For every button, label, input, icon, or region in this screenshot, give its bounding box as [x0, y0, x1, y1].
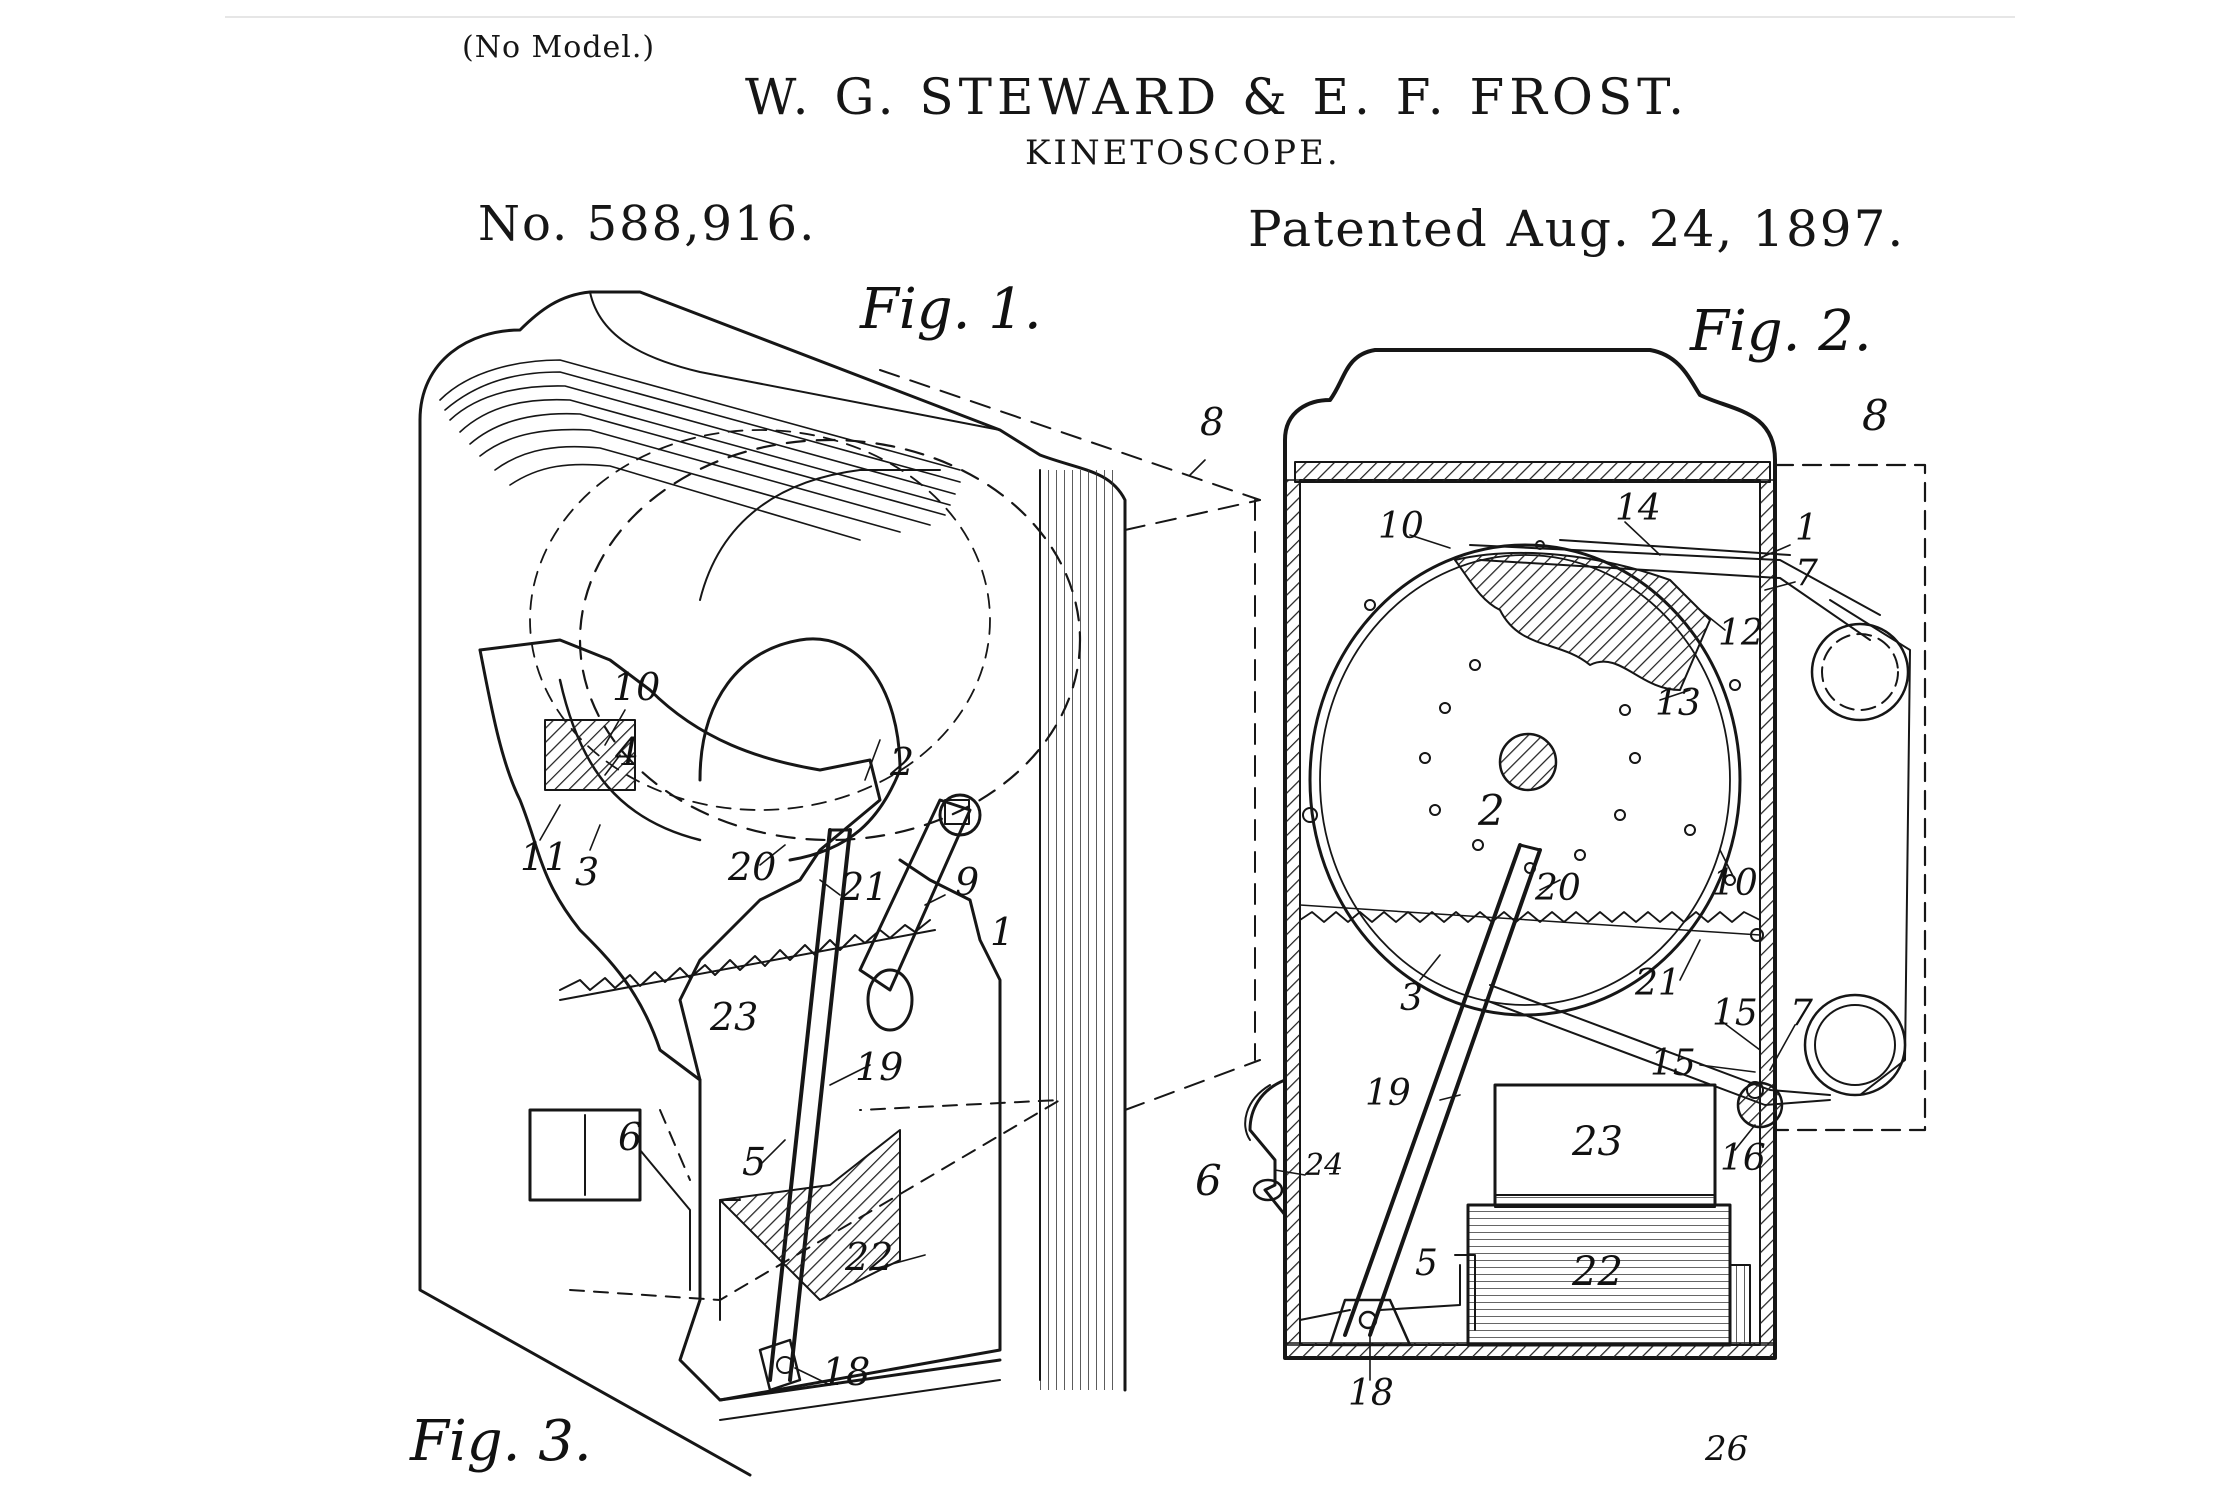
fig2-ref-13: 13: [1655, 683, 1701, 724]
fig1-ref-1: 1: [990, 910, 1014, 954]
fig2-ref-16: 16: [1720, 1138, 1766, 1179]
fig2-ref-7a: 7: [1795, 553, 1818, 594]
fig2-ref-22: 22: [1571, 1249, 1623, 1295]
fig-3-label: Fig. 3.: [409, 1409, 592, 1474]
ref-26: 26: [1704, 1429, 1748, 1469]
fig1-ref-23: 23: [709, 995, 758, 1039]
fig1-ref-21: 21: [839, 865, 888, 909]
patent-date: Patented Aug. 24, 1897.: [1248, 200, 1906, 258]
fig1-ref-9: 9: [955, 860, 979, 904]
fig1-ref-11: 11: [520, 835, 568, 879]
fig-2-label: Fig. 2.: [1689, 299, 1872, 364]
figure-2-drawing: [1244, 348, 1927, 1381]
fig1-ref-20: 20: [727, 845, 776, 889]
fig2-ref-19: 19: [1365, 1073, 1411, 1114]
figure-1-leaders: [539, 459, 1206, 1386]
fig2-ref-3: 3: [1400, 978, 1423, 1019]
fig2-ref-8: 8: [1862, 391, 1889, 440]
fig1-ref-19: 19: [855, 1045, 903, 1089]
fig1-ref-4: 4: [614, 730, 639, 774]
fig2-ref-1: 1: [1795, 508, 1818, 549]
scan-edge-line: [225, 16, 2015, 18]
fig2-ref-23: 23: [1571, 1119, 1623, 1165]
fig1-ref-8: 8: [1200, 400, 1224, 444]
fig2-ref-12: 12: [1718, 613, 1764, 654]
fig2-ref-5: 5: [1415, 1243, 1438, 1284]
patent-number: No. 588,916.: [478, 196, 817, 252]
fig1-ref-10: 10: [612, 665, 660, 709]
fig-1-label: Fig. 1.: [859, 277, 1042, 342]
model-note: (No Model.): [462, 30, 656, 65]
fig1-ref-2: 2: [889, 740, 914, 784]
fig1-ref-22: 22: [844, 1235, 893, 1279]
invention-title: KINETOSCOPE.: [1025, 133, 1341, 173]
fig2-ref-15b: 15: [1650, 1043, 1696, 1084]
fig1-ref-6: 6: [618, 1115, 642, 1159]
fig2-ref-15a: 15: [1712, 993, 1758, 1034]
fig2-ref-24: 24: [1304, 1148, 1343, 1183]
fig2-ref-7b: 7: [1790, 993, 1813, 1034]
fig2-ref-20: 20: [1534, 868, 1581, 909]
fig1-ref-3: 3: [575, 850, 599, 894]
fig1-ref-5: 5: [742, 1140, 766, 1184]
figure-1-reference-numerals: 8 10 4 11 3 20 2 21 9 1 23 19 6 5 22 18: [520, 400, 1224, 1394]
fig2-ref-14: 14: [1615, 488, 1661, 529]
inventors-heading: W. G. STEWARD & E. F. FROST.: [745, 68, 1689, 126]
fig2-ref-21: 21: [1634, 963, 1681, 1004]
fig2-ref-6: 6: [1195, 1156, 1222, 1205]
fig1-ref-18: 18: [822, 1350, 870, 1394]
figure-1-drawing: [418, 290, 1261, 1477]
fig2-ref-2: 2: [1477, 786, 1505, 835]
fig2-ref-10b: 10: [1712, 863, 1758, 904]
figure-2-reference-numerals: 8 10 14 1 7 12 13 2 20 10 21 3 15 7 15 1…: [1195, 391, 1889, 1414]
fig2-ref-18: 18: [1348, 1373, 1394, 1414]
fig2-ref-10a: 10: [1378, 506, 1424, 547]
